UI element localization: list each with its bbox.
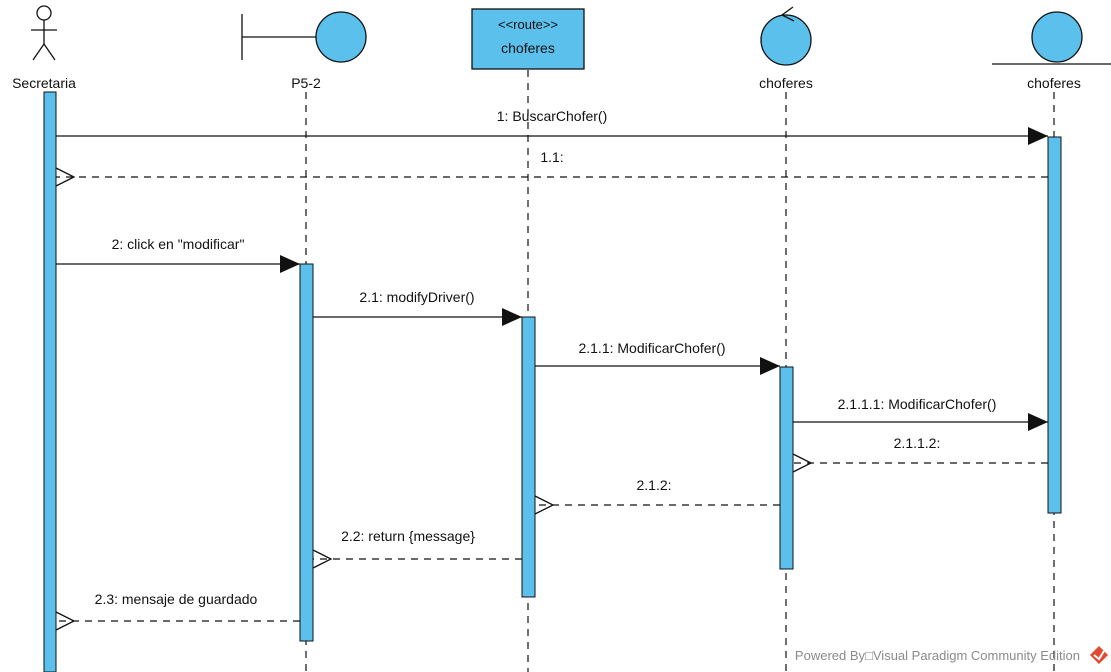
message-label-m2_1_2: 2.1.2: [636,477,671,493]
activation-p52 [299,263,314,642]
participant-label-control: choferes [759,75,813,91]
participant-label-entity: choferes [1027,75,1081,91]
participant-route[interactable]: <<route>> choferes [471,8,585,70]
message-label-m1: 1: BuscarChofer() [497,108,607,124]
activation-control [779,366,794,570]
control-icon [760,14,812,66]
message-label-m2_1_1_1: 2.1.1.1: ModificarChofer() [838,396,997,412]
participant-entity[interactable] [992,11,1111,65]
entity-icon [1031,11,1083,63]
actor-head-icon [36,5,52,21]
message-label-m2_1: 2.1: modifyDriver() [359,289,474,305]
watermark-text: Powered By□Visual Paradigm Community Edi… [795,648,1080,663]
message-label-m2_1_1: 2.1.1: ModificarChofer() [578,340,725,356]
messages [55,127,1048,631]
participant-p52[interactable] [241,11,367,63]
message-label-m2_1_1_2: 2.1.1.2: [894,435,941,451]
activation-secretaria [43,91,57,672]
participant-label-p52: P5-2 [291,75,321,91]
message-label-m2_2: 2.2: return {message} [341,528,475,544]
participant-control[interactable] [760,6,812,66]
message-label-m2_3: 2.3: mensaje de guardado [95,591,258,607]
visual-paradigm-logo-icon [1090,646,1108,664]
participant-label-secretaria: Secretaria [12,75,76,91]
activations [43,91,1062,672]
activation-entity [1047,136,1062,514]
participant-secretaria[interactable] [31,5,57,61]
route-stereotype: <<route>> [498,17,558,32]
activation-route [521,316,536,598]
message-labels: 1: BuscarChofer() 1.1: 2: click en "modi… [95,108,997,607]
route-name: choferes [501,40,555,56]
message-label-m2: 2: click en "modificar" [112,236,245,252]
message-label-m1_1: 1.1: [540,149,563,165]
boundary-icon [315,11,367,63]
